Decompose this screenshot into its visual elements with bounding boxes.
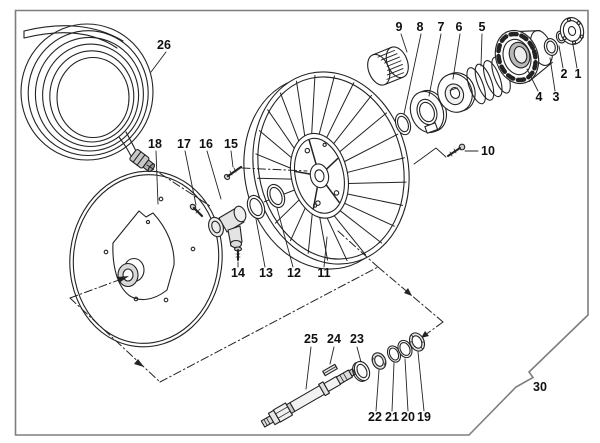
part-callout-22: 22 [368,410,382,424]
bearing-housing-7 [409,89,448,134]
part-callout-12: 12 [287,266,301,280]
callout-labels: 1234567891011121314151617181920212223242… [148,20,581,424]
hose-coil [20,23,156,173]
o-ring-20 [397,339,413,359]
part-callout-16: 16 [199,137,213,151]
spiral-spring-5 [466,56,511,105]
part-callout-30: 30 [533,380,547,394]
part-callout-6: 6 [456,20,463,34]
spring-hub-6 [437,72,476,113]
part-callout-19: 19 [417,410,431,424]
part-callout-25: 25 [304,332,318,346]
part-callout-10: 10 [481,144,495,158]
frame-outline [14,9,589,436]
part-callout-14: 14 [231,266,245,280]
hose-end-fitting [129,149,156,173]
part-callout-17: 17 [177,137,191,151]
screw-10 [413,143,466,165]
screw-15 [223,165,243,181]
key-24 [322,363,338,377]
part-callout-24: 24 [327,332,341,346]
reel-spool [252,71,410,265]
part-callout-2: 2 [561,67,568,81]
part-callout-11: 11 [317,266,330,280]
screw-17 [189,203,204,218]
part-callout-23: 23 [350,332,364,346]
nut-22 [371,352,387,370]
part-callout-3: 3 [553,90,560,104]
disc-guard [69,170,223,348]
part-callout-4: 4 [536,90,543,104]
shaft-25 [260,368,356,428]
part-callout-1: 1 [575,67,582,81]
washer-23 [352,360,371,382]
screw-14 [233,246,243,261]
reel-spokes [255,74,407,262]
ring-nut-19 [408,332,426,352]
part-callout-18: 18 [148,137,162,151]
part-callout-5: 5 [479,20,486,34]
part-callout-20: 20 [401,410,415,424]
swivel-elbow-fitting [208,205,247,249]
hose-coil-loops [20,23,154,161]
leader-lines [150,33,578,412]
washer-3 [543,38,559,56]
part-callout-9: 9 [396,20,403,34]
ratchet-drum-9 [367,46,409,86]
part-callout-21: 21 [385,410,399,424]
end-cover-1 [559,17,585,45]
part-callout-15: 15 [224,137,238,151]
o-ring-21 [386,345,402,363]
part-callout-7: 7 [438,20,445,34]
part-callout-8: 8 [417,20,424,34]
axis-arrows [117,276,429,367]
part-callout-26: 26 [157,38,171,52]
part-callout-13: 13 [259,266,273,280]
